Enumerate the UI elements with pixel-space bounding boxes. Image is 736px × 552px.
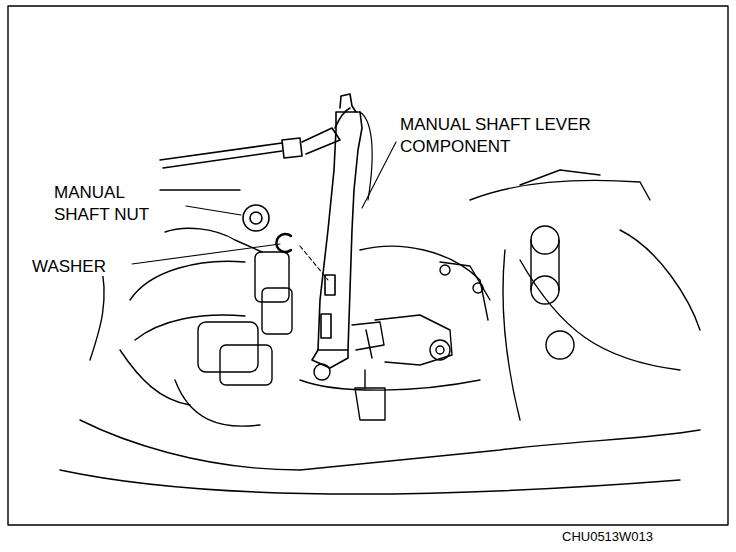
nut-washer (243, 205, 328, 280)
transmission-body (60, 170, 700, 494)
manual-shaft-lever (312, 94, 372, 368)
leader-lines (132, 142, 396, 264)
cable (160, 108, 350, 168)
part-label: WASHER (32, 256, 132, 278)
part-label: MANUAL SHAFT NUT (54, 182, 159, 226)
figure-code: CHU0513W013 (562, 529, 722, 545)
part-label: MANUAL SHAFT LEVER COMPONENT (400, 114, 650, 158)
frame (8, 6, 728, 525)
